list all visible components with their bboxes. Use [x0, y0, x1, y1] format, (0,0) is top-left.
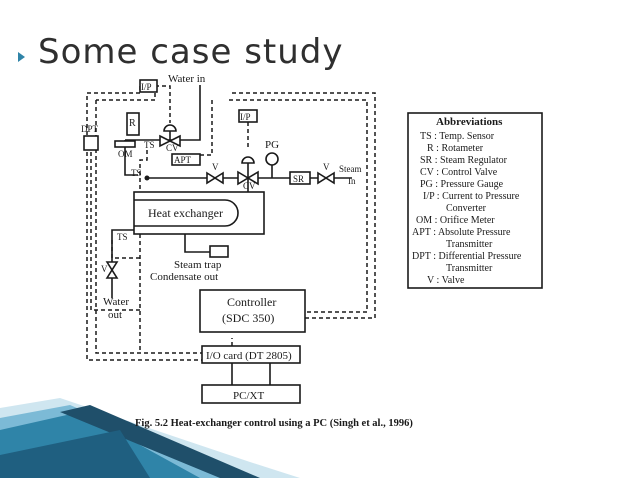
ip-converter-top [139, 79, 158, 93]
ts-bottom-label: TS [117, 232, 128, 242]
pressure-gauge [265, 152, 279, 166]
abbr-line: Converter [446, 203, 487, 214]
sr-label: SR [293, 174, 304, 184]
pg-label: PG [265, 139, 279, 151]
ts-left-dot [144, 175, 150, 181]
condensate-pipe [184, 234, 210, 253]
valve-bottom-lower [105, 268, 119, 279]
io-card-label: I/O card (DT 2805) [206, 350, 292, 362]
abbr-line: DPT : Differential Pressure [412, 251, 522, 262]
v-steam-label: V [323, 162, 330, 172]
condensate-out-label: Condensate out [150, 271, 218, 283]
control-valve-mid-right [246, 170, 259, 186]
signal-line-left-inner [95, 100, 202, 354]
abbreviations-box [407, 112, 543, 289]
steam-regulator [289, 171, 311, 185]
cv-top-label: CV [166, 143, 179, 153]
title-bullet-arrow [18, 52, 25, 62]
ts-left-label: TS [131, 168, 142, 178]
apt-label: APT [174, 155, 192, 165]
controller-label: Controller [227, 295, 276, 309]
orifice-meter [114, 140, 136, 148]
water-feed-pipe [124, 140, 138, 176]
abbr-line: SR : Steam Regulator [420, 155, 508, 166]
abbr-line: TS : Temp. Sensor [420, 131, 495, 142]
signal-line-ts-bottom [111, 240, 140, 259]
rotameter-label: R [129, 118, 136, 129]
signal-line-ip-to-cv [155, 85, 171, 123]
steam-label: Steam [339, 164, 362, 174]
water-out-label-1: Water [103, 296, 129, 308]
signal-line-top [96, 86, 156, 101]
cv-mid-label: CV [243, 181, 256, 191]
abbreviations-title: Abbreviations [436, 116, 503, 128]
abbr-line: Transmitter [446, 239, 493, 250]
control-valve-mid [237, 170, 250, 186]
figure-caption: Fig. 5.2 Heat-exchanger control using a … [135, 418, 413, 429]
cv-top-actuator [163, 124, 177, 141]
water-out-label-2: out [108, 309, 122, 321]
heat-exchanger-label: Heat exchanger [148, 206, 223, 220]
dpt-label: DPT [81, 124, 99, 134]
decorative-ribbon [0, 398, 300, 478]
abbreviations-list: TS : Temp. Sensor R : Rotameter SR : Ste… [412, 131, 522, 286]
io-card-box [201, 345, 301, 364]
heat-exchanger-coil [134, 199, 239, 227]
abbr-line: V : Valve [427, 275, 465, 286]
valve-mid [206, 171, 217, 185]
ip-top-label: I/P [141, 82, 152, 92]
dpt-box [83, 135, 99, 151]
signal-line-right-outer [232, 92, 376, 319]
heat-exchanger [133, 191, 265, 235]
signal-line-right-inner [229, 99, 368, 313]
io-to-pc-link [231, 363, 271, 385]
abbr-line: PG : Pressure Gauge [420, 179, 504, 190]
rotameter [126, 112, 140, 136]
valve-bottom [105, 261, 119, 272]
pcxt-box [201, 384, 301, 404]
control-valve-top-right [168, 134, 181, 148]
signal-line-ts-top [139, 150, 148, 353]
slide-title: Some case study [38, 32, 344, 72]
abbr-line: R : Rotameter [427, 143, 484, 154]
steam-trap-label: Steam trap [174, 259, 222, 271]
pcxt-label: PC/XT [233, 390, 264, 402]
ip-converter-right [238, 109, 258, 123]
valve-steam [317, 171, 328, 185]
v-bottom-label: V [101, 264, 108, 274]
controller-model-label: (SDC 350) [222, 311, 274, 325]
cv-mid-actuator [241, 156, 255, 178]
apt-box [171, 153, 201, 166]
steam-trap [209, 245, 229, 258]
v-mid-label: V [212, 162, 219, 172]
om-label: OM [118, 149, 133, 159]
ts-top-label: TS [144, 140, 155, 150]
water-in-pipe [125, 85, 201, 141]
steam-in-label: In [348, 176, 356, 186]
abbr-line: CV : Control Valve [420, 167, 498, 178]
controller-box [199, 289, 306, 333]
ip-right-label: I/P [240, 112, 251, 122]
signal-line-apt [200, 100, 213, 156]
abbr-line: APT : Absolute Pressure [412, 227, 511, 238]
control-valve-top [159, 134, 172, 148]
signal-line-dpt [90, 145, 140, 311]
abbr-line: Transmitter [446, 263, 493, 274]
abbr-line: OM : Orifice Meter [416, 215, 495, 226]
water-in-label: Water in [168, 73, 206, 85]
abbr-line: I/P : Current to Pressure [423, 191, 520, 202]
valve-mid-right [213, 171, 224, 185]
valve-steam-right [324, 171, 335, 185]
signal-line-left [86, 86, 202, 361]
